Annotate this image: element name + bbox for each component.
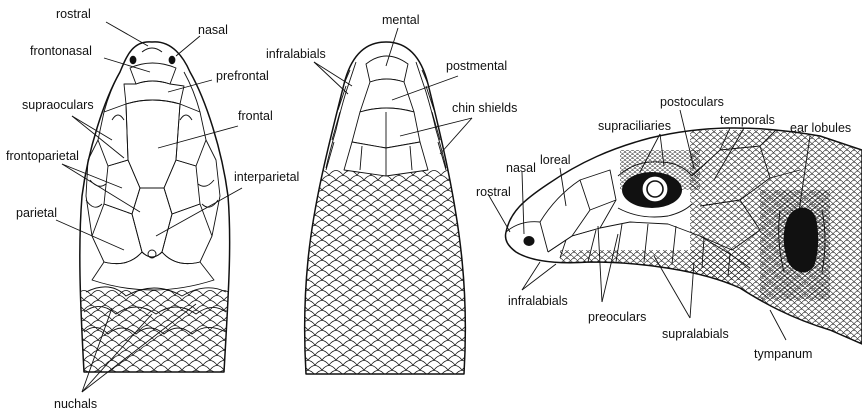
- ventral-gular-scale-rows: [300, 170, 470, 380]
- label-frontoparietal: frontoparietal: [6, 149, 79, 163]
- label-temporals: temporals: [720, 113, 775, 127]
- ventral-head-figure: [300, 42, 470, 380]
- label-mental: mental: [382, 13, 420, 27]
- dorsal-nuchal-scale-rows: [70, 287, 240, 380]
- label-ear-lobules: ear lobules: [790, 121, 851, 135]
- label-tympanum: tympanum: [754, 347, 812, 361]
- label-loreal: loreal: [540, 153, 571, 167]
- label-nuchals: nuchals: [54, 397, 97, 411]
- lateral-nostril: [524, 236, 535, 246]
- tympanum-shape: [784, 208, 818, 273]
- label-supraciliaries: supraciliaries: [598, 119, 671, 133]
- dorsal-head-figure: [70, 42, 240, 380]
- label-interparietal: interparietal: [234, 170, 299, 184]
- label-lateral-rostral: rostral: [476, 185, 511, 199]
- label-dorsal-nasal: nasal: [198, 23, 228, 37]
- label-prefrontal: prefrontal: [216, 69, 269, 83]
- dorsal-right-nostril: [169, 56, 176, 64]
- label-parietal: parietal: [16, 206, 57, 220]
- label-supraoculars: supraoculars: [22, 98, 94, 112]
- label-chin-shields: chin shields: [452, 101, 517, 115]
- label-preoculars: preoculars: [588, 310, 646, 324]
- label-frontonasal: frontonasal: [30, 44, 92, 58]
- label-dorsal-rostral: rostral: [56, 7, 91, 21]
- label-ventral-infralabials: infralabials: [266, 47, 326, 61]
- label-lateral-nasal: nasal: [506, 161, 536, 175]
- mental-shape: [366, 56, 408, 82]
- label-lateral-infralabials: infralabials: [508, 294, 568, 308]
- label-postmental: postmental: [446, 59, 507, 73]
- dorsal-left-nostril: [130, 56, 137, 64]
- label-postoculars: postoculars: [660, 95, 724, 109]
- label-frontal: frontal: [238, 109, 273, 123]
- label-supralabials: supralabials: [662, 327, 729, 341]
